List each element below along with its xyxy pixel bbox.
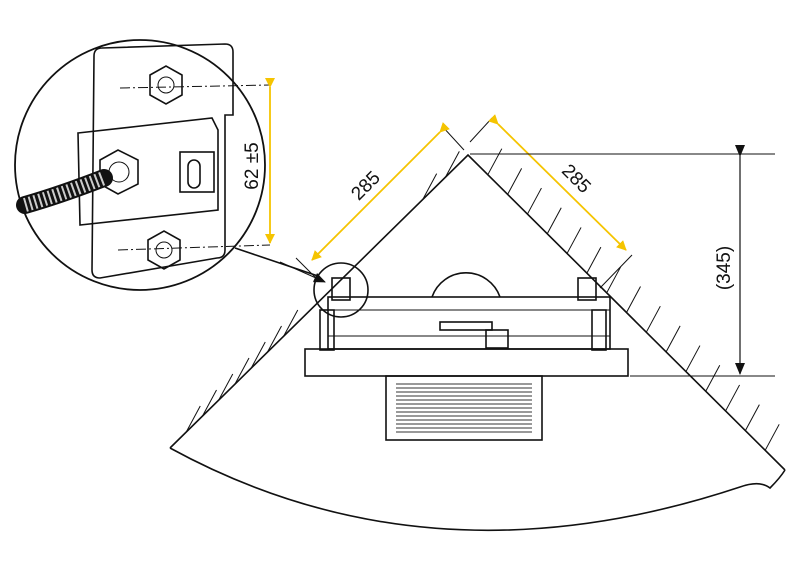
fan-cylinder (385, 375, 543, 441)
right-side-label: 285 (557, 160, 594, 197)
right-bracket (591, 309, 607, 351)
hatch-mark (586, 246, 602, 274)
angle-bracket (77, 117, 219, 226)
detail-leader-line (234, 247, 319, 277)
hatch-mark (705, 365, 721, 392)
hatch-mark (267, 325, 282, 353)
hatch-mark (725, 384, 741, 412)
hatch-mark (185, 405, 201, 433)
hatch-mark (487, 148, 503, 175)
dimensions: 285 285 (345) (295, 114, 775, 377)
mounting-plate (304, 348, 629, 377)
hatch-mark (764, 424, 780, 451)
bracket-detail-view: 62 ±5 (14, 39, 275, 291)
wall-hatching (185, 148, 780, 451)
floor-arc (169, 447, 786, 532)
motor-housing (431, 272, 501, 298)
hatch-mark (645, 305, 661, 333)
hatch-mark (444, 151, 460, 178)
bolt-bottom (147, 230, 181, 270)
hatch-mark (566, 227, 582, 254)
bolt-top (149, 65, 183, 105)
hatch-mark (606, 266, 622, 294)
wall-lines (169, 153, 786, 471)
cable (16, 169, 113, 214)
detail-marker-circle (313, 262, 369, 318)
hatch-mark (422, 173, 438, 200)
bracket-plate (91, 43, 234, 279)
hatch-mark (665, 325, 681, 353)
hatch-mark (507, 168, 523, 195)
hatch-mark (744, 404, 760, 431)
left-side-arrow (311, 122, 450, 261)
bracket-spacing-label: 62 ±5 (242, 142, 263, 189)
left-bracket (319, 309, 335, 351)
fan-frame (327, 296, 611, 350)
right-side-arrow (488, 114, 627, 251)
height-label: (345) (714, 246, 735, 290)
hatch-mark (218, 373, 234, 401)
hatch-mark (546, 207, 562, 234)
detail-circle (14, 39, 266, 291)
hatch-mark (250, 341, 266, 369)
hatch-mark (234, 357, 250, 385)
fan-unit (304, 272, 629, 441)
cooling-fins (396, 383, 532, 433)
corner-walls (169, 148, 786, 532)
hatch-mark (626, 286, 641, 313)
left-side-label: 285 (347, 167, 384, 204)
hatch-mark (283, 309, 299, 337)
hatch-mark (685, 345, 701, 372)
hatch-mark (202, 389, 217, 417)
hatch-mark (526, 187, 542, 215)
